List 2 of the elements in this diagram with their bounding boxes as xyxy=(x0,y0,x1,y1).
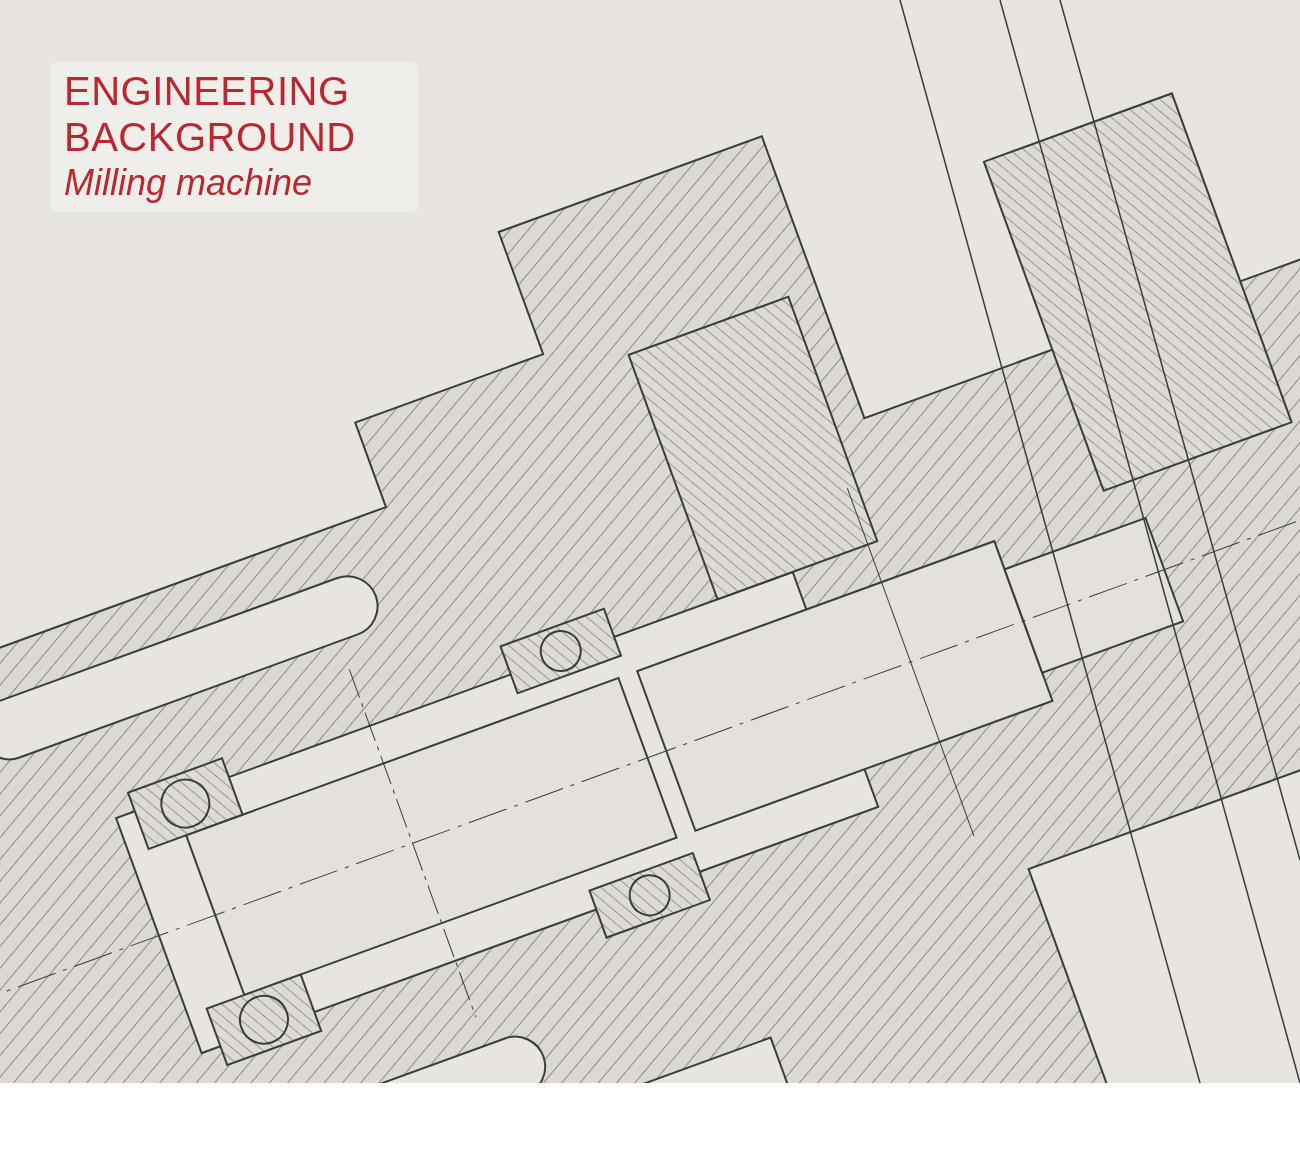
subtitle: Milling machine xyxy=(64,161,314,205)
title: ENGINEERING BACKGROUND xyxy=(64,68,357,160)
